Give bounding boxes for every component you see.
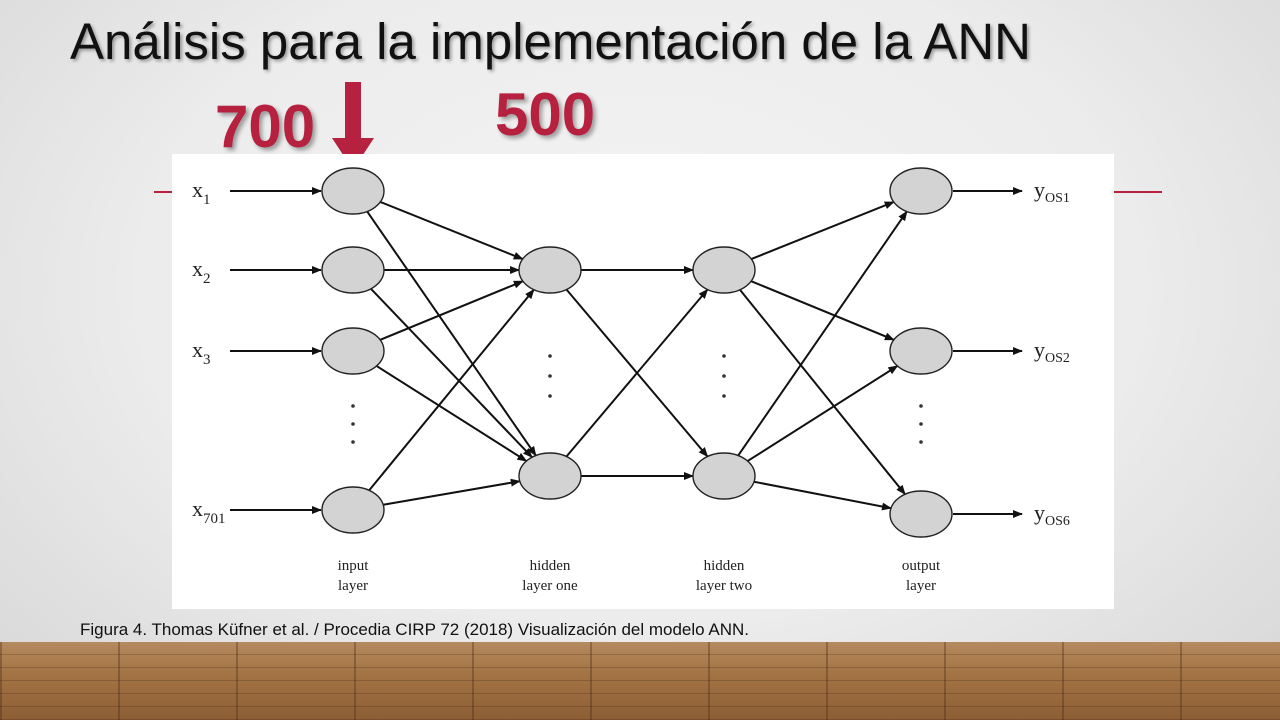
neuron-node — [321, 486, 385, 534]
ellipsis-dot — [919, 422, 923, 426]
ellipsis-dot — [351, 440, 355, 444]
layer-label-line2: layer — [906, 578, 936, 594]
ann-network-svg: x1 x2 x3 x701 yOS1 yOS2 yOS6 input layer hidden la… — [192, 167, 1070, 594]
output-label: yOS6 — [1034, 500, 1070, 529]
output-label: yOS2 — [1034, 337, 1070, 366]
neuron-node — [518, 246, 582, 294]
layer-label-line2: layer two — [696, 578, 752, 594]
ellipsis-dot — [919, 440, 923, 444]
neuron-node — [692, 246, 756, 294]
ellipsis-dot — [722, 374, 726, 378]
neuron-node — [321, 246, 385, 294]
neuron-node — [518, 452, 582, 500]
input-label: x2 — [192, 256, 211, 287]
figure-caption: Figura 4. Thomas Küfner et al. / Procedi… — [80, 620, 750, 639]
layer-label-line1: hidden — [704, 558, 745, 574]
slide-title: Análisis para la implementación de la AN… — [70, 13, 1031, 70]
layer-label-line1: output — [902, 558, 941, 574]
neuron-node — [889, 327, 953, 375]
layer-label-line2: layer one — [522, 578, 578, 594]
ellipsis-dot — [548, 374, 552, 378]
connection-arrow — [737, 210, 908, 457]
accent-line-left — [154, 191, 172, 193]
input-label: x3 — [192, 337, 211, 368]
connection-arrow — [370, 288, 533, 458]
wood-floor-background — [0, 642, 1280, 720]
connection-arrow — [739, 289, 906, 496]
connection-arrow — [368, 288, 535, 491]
neuron-node — [889, 167, 953, 215]
ellipsis-dot — [548, 394, 552, 398]
connection-arrow — [366, 210, 537, 457]
ellipsis-dot — [919, 404, 923, 408]
connection-arrow — [753, 480, 892, 511]
connection-arrow — [379, 201, 524, 260]
connection-arrow — [750, 280, 895, 341]
layer-label-line1: hidden — [530, 558, 571, 574]
callout-hidden-count: 500 — [495, 81, 596, 148]
accent-line-right — [1112, 191, 1162, 193]
ellipsis-dot — [351, 404, 355, 408]
neuron-node — [692, 452, 756, 500]
neuron-node — [321, 167, 385, 215]
callout-input-count: 700 — [215, 93, 316, 160]
layer-label-line2: layer — [338, 578, 368, 594]
ellipsis-dot — [548, 354, 552, 358]
layer-label-line1: input — [338, 558, 370, 574]
connection-arrow — [747, 365, 899, 462]
ellipsis-dot — [351, 422, 355, 426]
connection-arrow — [376, 365, 528, 462]
connection-arrow — [565, 288, 709, 458]
ellipsis-dot — [722, 354, 726, 358]
neuron-node — [889, 490, 953, 538]
output-label: yOS1 — [1034, 177, 1070, 206]
connection-arrow — [750, 201, 895, 260]
ellipsis-dot — [722, 394, 726, 398]
connection-arrow — [383, 478, 521, 506]
neuron-node — [321, 327, 385, 375]
connection-arrow — [379, 280, 524, 341]
input-label: x1 — [192, 177, 211, 208]
ann-diagram: x1 x2 x3 x701 yOS1 yOS2 yOS6 input layer hidden la… — [172, 154, 1114, 609]
input-label: x701 — [192, 496, 226, 527]
